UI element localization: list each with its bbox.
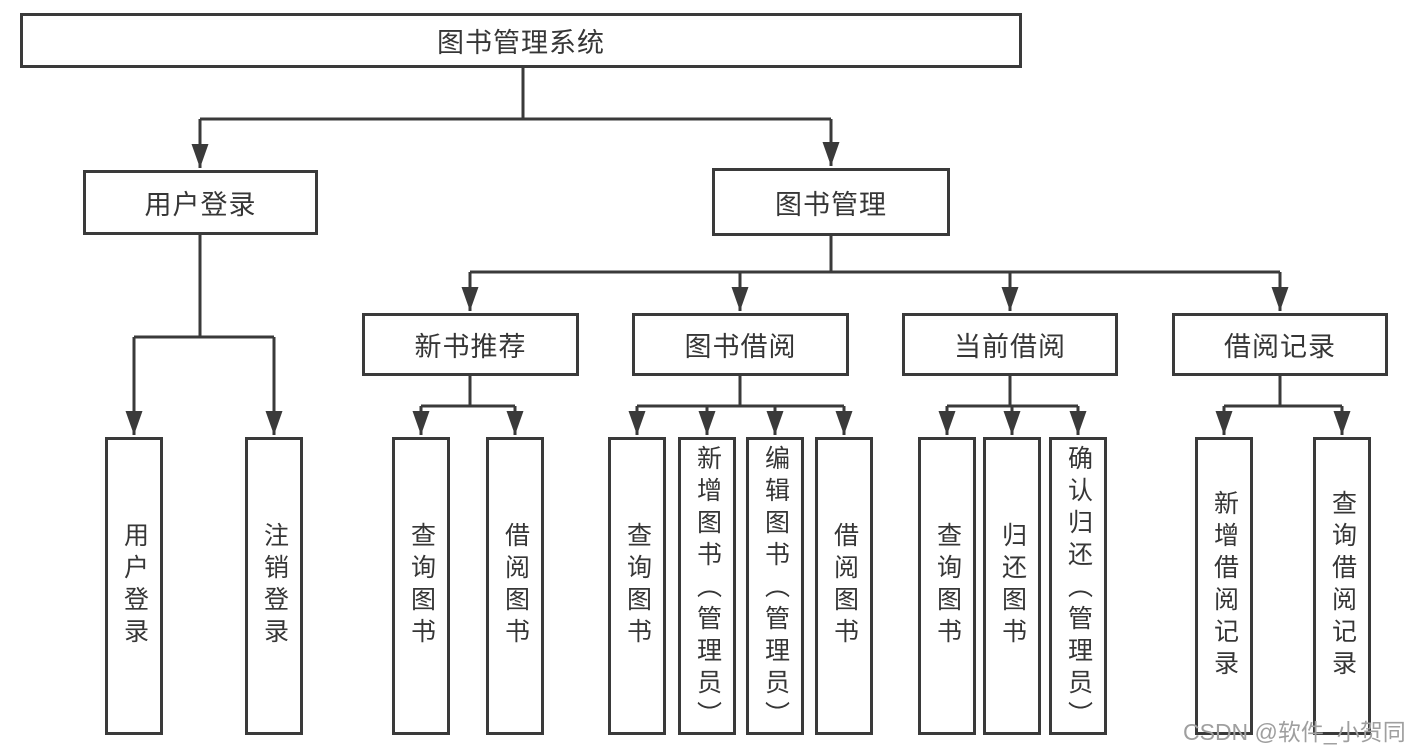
leaf-label: 借阅图书 xyxy=(501,522,530,650)
leaf-label: 新增图书（管理员） xyxy=(693,445,722,733)
leaf-label: 查询图书 xyxy=(933,522,962,650)
node-label: 图书借阅 xyxy=(684,332,797,362)
node-label: 借阅记录 xyxy=(1224,332,1336,362)
node-user-login: 用户登录 xyxy=(83,170,318,235)
leaf-edit-book-admin: 编辑图书（管理员） xyxy=(746,437,804,735)
node-book-management-system: 图书管理系统 xyxy=(20,13,1022,68)
leaf-borrow-books-recommend: 借阅图书 xyxy=(486,437,544,735)
leaf-label: 用户登录 xyxy=(120,522,149,650)
leaf-query-borrow-record: 查询借阅记录 xyxy=(1313,437,1371,735)
node-borrowing-records: 借阅记录 xyxy=(1172,313,1388,376)
leaf-query-books-current: 查询图书 xyxy=(918,437,976,735)
node-book-borrowing: 图书借阅 xyxy=(632,313,849,376)
leaf-query-books-borrowing: 查询图书 xyxy=(608,437,666,735)
node-current-borrowing: 当前借阅 xyxy=(902,313,1118,376)
node-new-book-recommendation: 新书推荐 xyxy=(362,313,579,376)
leaf-add-borrow-record: 新增借阅记录 xyxy=(1195,437,1253,735)
leaf-label: 查询图书 xyxy=(623,522,652,650)
leaf-borrow-books-borrowing: 借阅图书 xyxy=(815,437,873,735)
node-label: 新书推荐 xyxy=(414,332,527,362)
leaf-confirm-return-admin: 确认归还（管理员） xyxy=(1049,437,1107,735)
node-book-management: 图书管理 xyxy=(712,168,950,236)
node-label: 图书管理 xyxy=(775,189,887,220)
leaf-label: 查询借阅记录 xyxy=(1328,490,1357,682)
leaf-logout: 注销登录 xyxy=(245,437,303,735)
leaf-query-books-recommend: 查询图书 xyxy=(392,437,450,735)
leaf-label: 查询图书 xyxy=(407,522,436,650)
leaf-label: 注销登录 xyxy=(260,522,289,650)
leaf-label: 借阅图书 xyxy=(830,522,859,650)
node-label: 图书管理系统 xyxy=(437,28,605,58)
leaf-user-login: 用户登录 xyxy=(105,437,163,735)
leaf-label: 编辑图书（管理员） xyxy=(761,445,790,733)
node-label: 用户登录 xyxy=(144,190,257,220)
leaf-add-book-admin: 新增图书（管理员） xyxy=(678,437,736,735)
leaf-label: 新增借阅记录 xyxy=(1210,490,1239,682)
leaf-label: 归还图书 xyxy=(998,522,1027,650)
leaf-return-books: 归还图书 xyxy=(983,437,1041,735)
node-label: 当前借阅 xyxy=(954,332,1066,362)
leaf-label: 确认归还（管理员） xyxy=(1064,445,1093,733)
csdn-watermark: CSDN @软件_小贺同学 xyxy=(1183,719,1405,745)
